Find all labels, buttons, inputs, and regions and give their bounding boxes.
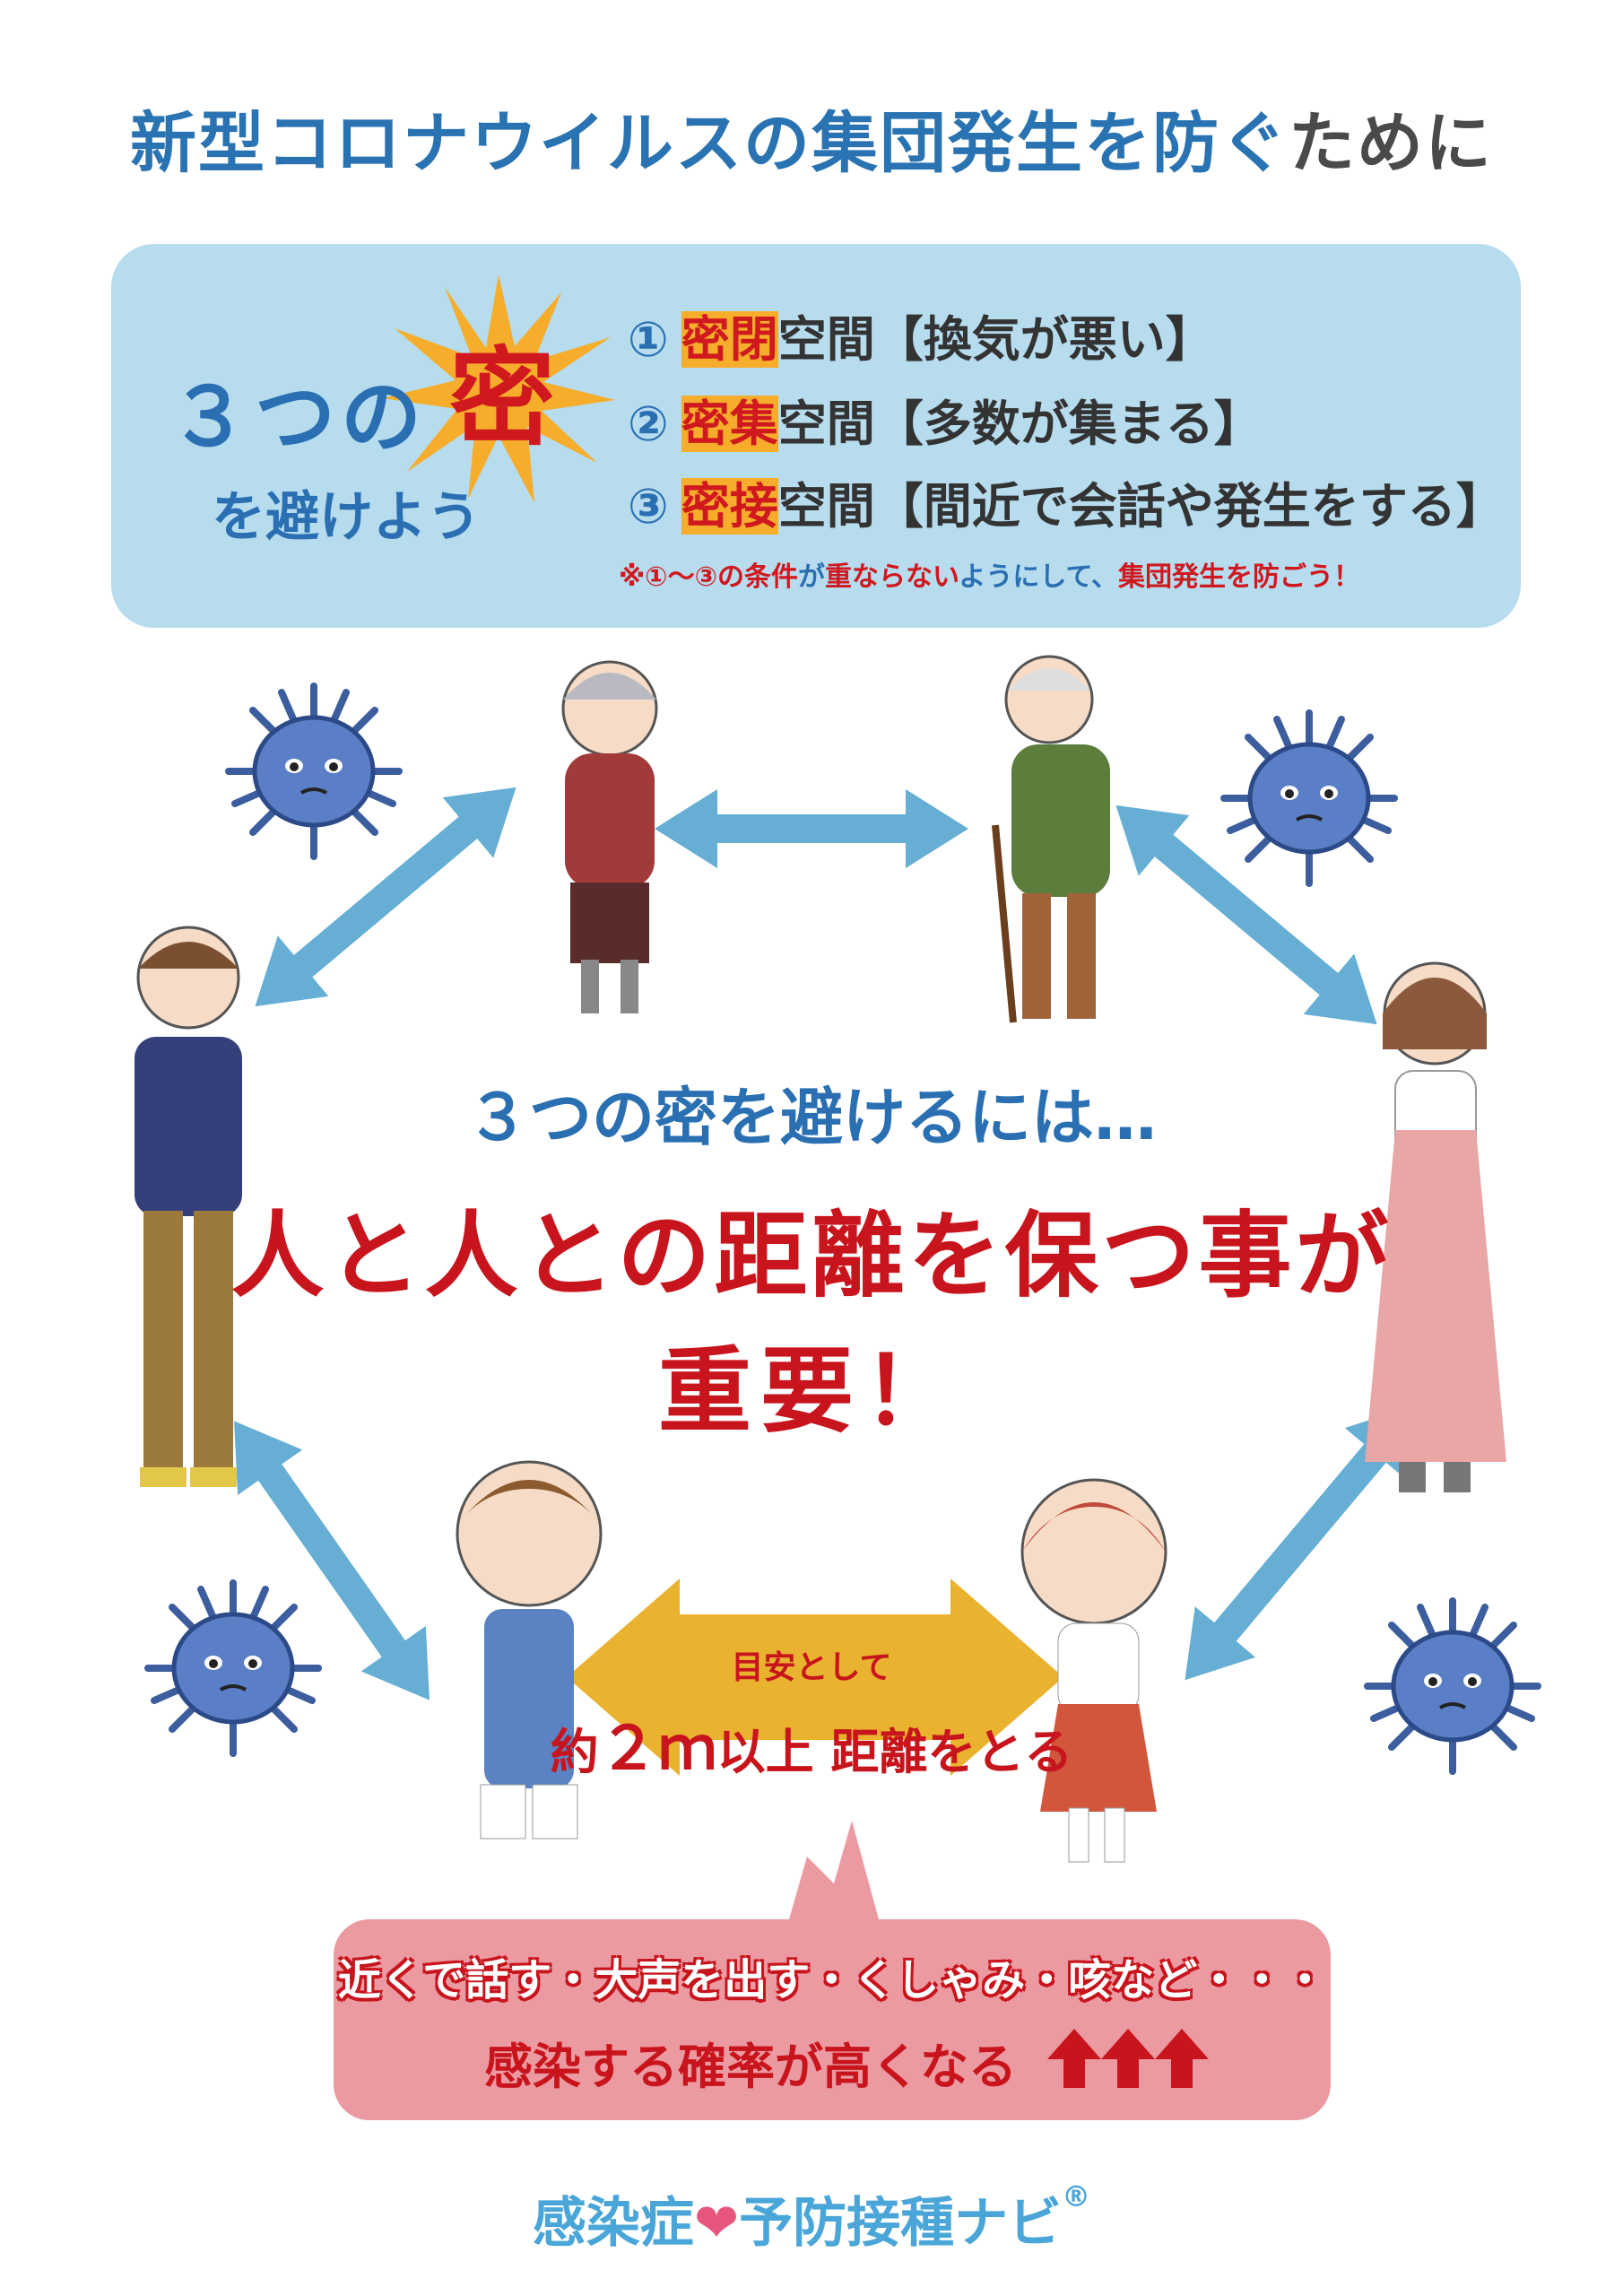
person-girl: [1020, 1478, 1167, 1863]
middle-main-line2: 重要！: [657, 1336, 965, 1446]
middle-subtitle: ３つの密を避けるには…: [466, 1081, 1157, 1154]
distance-arrow-icon: [567, 1578, 1063, 1776]
brand-logo: 感染症❤予防接種ナビ®: [532, 2179, 1091, 2255]
double-arrow-icon: [234, 1421, 430, 1700]
mitsu-note: ※①〜③の条件が重ならないようにして、集団発生を防ごう！: [619, 561, 1360, 593]
virus-icon: [1224, 713, 1394, 883]
person-boy: [456, 1460, 603, 1839]
warning-line2: 感染する確率が高くなる: [484, 2039, 1017, 2095]
warning-panel: [334, 1919, 1331, 2120]
warning-line1: 近くで話す・大声を出す・くしゃみ・咳など・・・: [337, 1955, 1327, 2005]
up-arrow-icon: [1047, 2029, 1209, 2088]
heart-icon: ❤: [693, 2192, 740, 2255]
double-arrow-icon: [1115, 804, 1377, 1025]
illustration: [135, 655, 1623, 1919]
page-title: 新型コロナウイルスの集団発生を防ぐために: [130, 105, 1493, 182]
virus-icon: [229, 686, 399, 857]
mitsu-heading: ３つの: [169, 370, 427, 465]
person-elderly-man: [992, 655, 1110, 1023]
person-elderly-woman: [561, 660, 658, 1013]
double-arrow-icon: [1185, 1405, 1416, 1681]
person-young-woman: [1365, 961, 1506, 1492]
mitsu-kanji: 密: [448, 336, 555, 460]
distance-small-label: 目安として: [731, 1649, 892, 1686]
distance-label: 約２ｍ以上 距離をとる: [550, 1714, 1073, 1783]
double-arrow-icon: [655, 789, 968, 868]
mitsu-panel: [111, 244, 1521, 628]
double-arrow-icon: [255, 787, 516, 1007]
person-young-man: [135, 926, 242, 1487]
mitsu-avoid-label: を避けよう: [212, 486, 481, 549]
middle-main-line1: 人と人との距離を保つ事が: [230, 1201, 1393, 1310]
starburst-icon: [382, 274, 615, 503]
